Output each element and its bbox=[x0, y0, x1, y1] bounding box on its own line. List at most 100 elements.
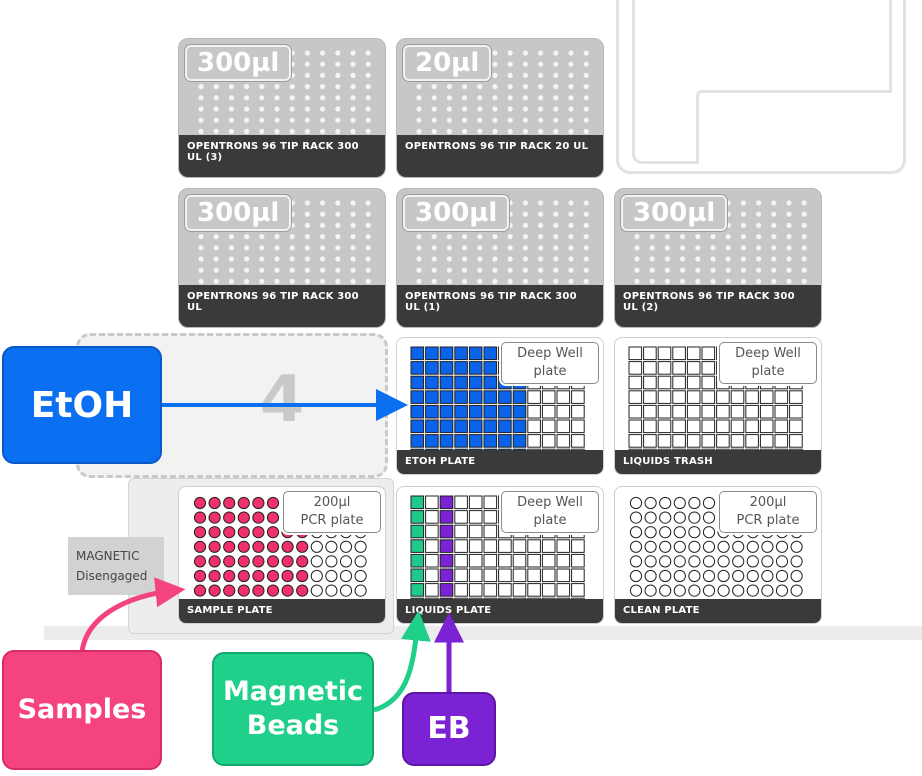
well bbox=[790, 569, 803, 583]
tiprack-slot-11[interactable]: 20µl OPENTRONS 96 TIP RACK 20 UL bbox=[396, 38, 604, 178]
tiprack-slot-8[interactable]: 300µl OPENTRONS 96 TIP RACK 300 UL (1) bbox=[396, 188, 604, 328]
well bbox=[643, 434, 657, 448]
tip-dot bbox=[431, 278, 437, 284]
well bbox=[439, 553, 454, 568]
well bbox=[644, 526, 657, 539]
well bbox=[468, 404, 483, 419]
well bbox=[789, 434, 803, 448]
well bbox=[439, 539, 454, 553]
tip-dot bbox=[522, 117, 528, 123]
tip-dot bbox=[695, 278, 701, 284]
well bbox=[208, 555, 221, 568]
tip-dot bbox=[320, 61, 326, 67]
sample-plate[interactable]: 200µl PCR plate SAMPLE PLATE bbox=[178, 486, 386, 624]
well bbox=[541, 419, 556, 434]
well bbox=[425, 361, 439, 375]
well bbox=[483, 583, 498, 597]
tip-dot bbox=[213, 95, 219, 101]
well bbox=[498, 434, 512, 448]
well bbox=[644, 496, 657, 510]
tip-dot bbox=[304, 95, 310, 101]
well bbox=[571, 583, 585, 597]
well bbox=[789, 390, 803, 404]
tip-dot bbox=[522, 61, 528, 67]
tip-volume-badge: 300µl bbox=[621, 195, 728, 231]
tip-dot bbox=[649, 234, 655, 240]
liquids-plate[interactable]: Deep Well plate LIQUIDS PLATE bbox=[396, 486, 604, 624]
well bbox=[790, 555, 803, 568]
tip-dot bbox=[477, 128, 483, 134]
tip-dot bbox=[664, 278, 670, 284]
well bbox=[498, 419, 512, 434]
tip-dot bbox=[634, 234, 640, 240]
well bbox=[629, 496, 643, 510]
tip-dot bbox=[446, 106, 452, 112]
tip-dot bbox=[274, 234, 280, 240]
tip-dot bbox=[213, 234, 219, 240]
tip-dot bbox=[228, 106, 234, 112]
well bbox=[468, 510, 483, 524]
tiprack-slot-7[interactable]: 300µl OPENTRONS 96 TIP RACK 300 UL bbox=[178, 188, 386, 328]
tip-dot bbox=[786, 234, 792, 240]
tip-dot bbox=[740, 222, 746, 228]
beads-callout-line-2: Beads bbox=[246, 710, 340, 741]
tip-dot bbox=[244, 117, 250, 123]
well bbox=[281, 555, 294, 568]
tip-dot bbox=[786, 245, 792, 251]
samples-callout: Samples bbox=[2, 650, 162, 770]
well bbox=[454, 539, 468, 553]
tip-dot bbox=[446, 95, 452, 101]
well bbox=[454, 404, 468, 419]
well bbox=[686, 390, 701, 404]
tip-dot bbox=[492, 72, 498, 78]
well bbox=[644, 555, 657, 568]
tip-dot bbox=[477, 245, 483, 251]
etoh-plate[interactable]: Deep Well plate ETOH PLATE bbox=[396, 337, 604, 475]
tip-dot bbox=[304, 278, 310, 284]
well bbox=[425, 375, 439, 390]
well bbox=[659, 555, 672, 568]
well bbox=[483, 568, 498, 583]
tip-dot bbox=[335, 72, 341, 78]
well bbox=[702, 526, 716, 539]
tiprack-slot-9[interactable]: 300µl OPENTRONS 96 TIP RACK 300 UL (2) bbox=[614, 188, 822, 328]
tip-dot bbox=[335, 84, 341, 90]
clean-plate[interactable]: 200µl PCR plate CLEAN PLATE bbox=[614, 486, 822, 624]
samples-callout-label: Samples bbox=[17, 694, 147, 726]
well bbox=[468, 583, 483, 597]
well bbox=[454, 583, 468, 597]
well bbox=[732, 584, 745, 597]
tip-dot bbox=[289, 267, 295, 273]
well bbox=[483, 419, 498, 434]
liquids-trash-plate[interactable]: Deep Well plate LIQUIDS TRASH bbox=[614, 337, 822, 475]
tip-dot bbox=[568, 106, 574, 112]
tip-dot bbox=[740, 267, 746, 273]
well bbox=[266, 569, 280, 583]
slot-number: 4 bbox=[259, 363, 305, 437]
tip-dot bbox=[538, 245, 544, 251]
beads-callout-line-1: Magnetic bbox=[222, 676, 364, 708]
tip-dot bbox=[568, 72, 574, 78]
tip-dot bbox=[350, 72, 356, 78]
well bbox=[732, 540, 745, 553]
plate-type-badge: Deep Well plate bbox=[719, 342, 817, 384]
well bbox=[468, 553, 483, 568]
tip-dot bbox=[492, 50, 498, 56]
well bbox=[571, 419, 585, 434]
well bbox=[644, 540, 657, 553]
labware-name: OPENTRONS 96 TIP RACK 300 UL (1) bbox=[397, 285, 603, 327]
well bbox=[439, 419, 454, 434]
well bbox=[657, 419, 672, 434]
tiprack-slot-10[interactable]: 300µl OPENTRONS 96 TIP RACK 300 UL (3) bbox=[178, 38, 386, 178]
well bbox=[468, 346, 483, 361]
tip-dot bbox=[583, 211, 589, 217]
well bbox=[657, 434, 672, 448]
tip-dot bbox=[771, 245, 777, 251]
well bbox=[266, 526, 280, 539]
tip-dot bbox=[553, 117, 559, 123]
tip-dot bbox=[228, 95, 234, 101]
well bbox=[659, 584, 672, 597]
tip-dot bbox=[446, 128, 452, 134]
tip-dot bbox=[228, 84, 234, 90]
tip-dot bbox=[710, 245, 716, 251]
